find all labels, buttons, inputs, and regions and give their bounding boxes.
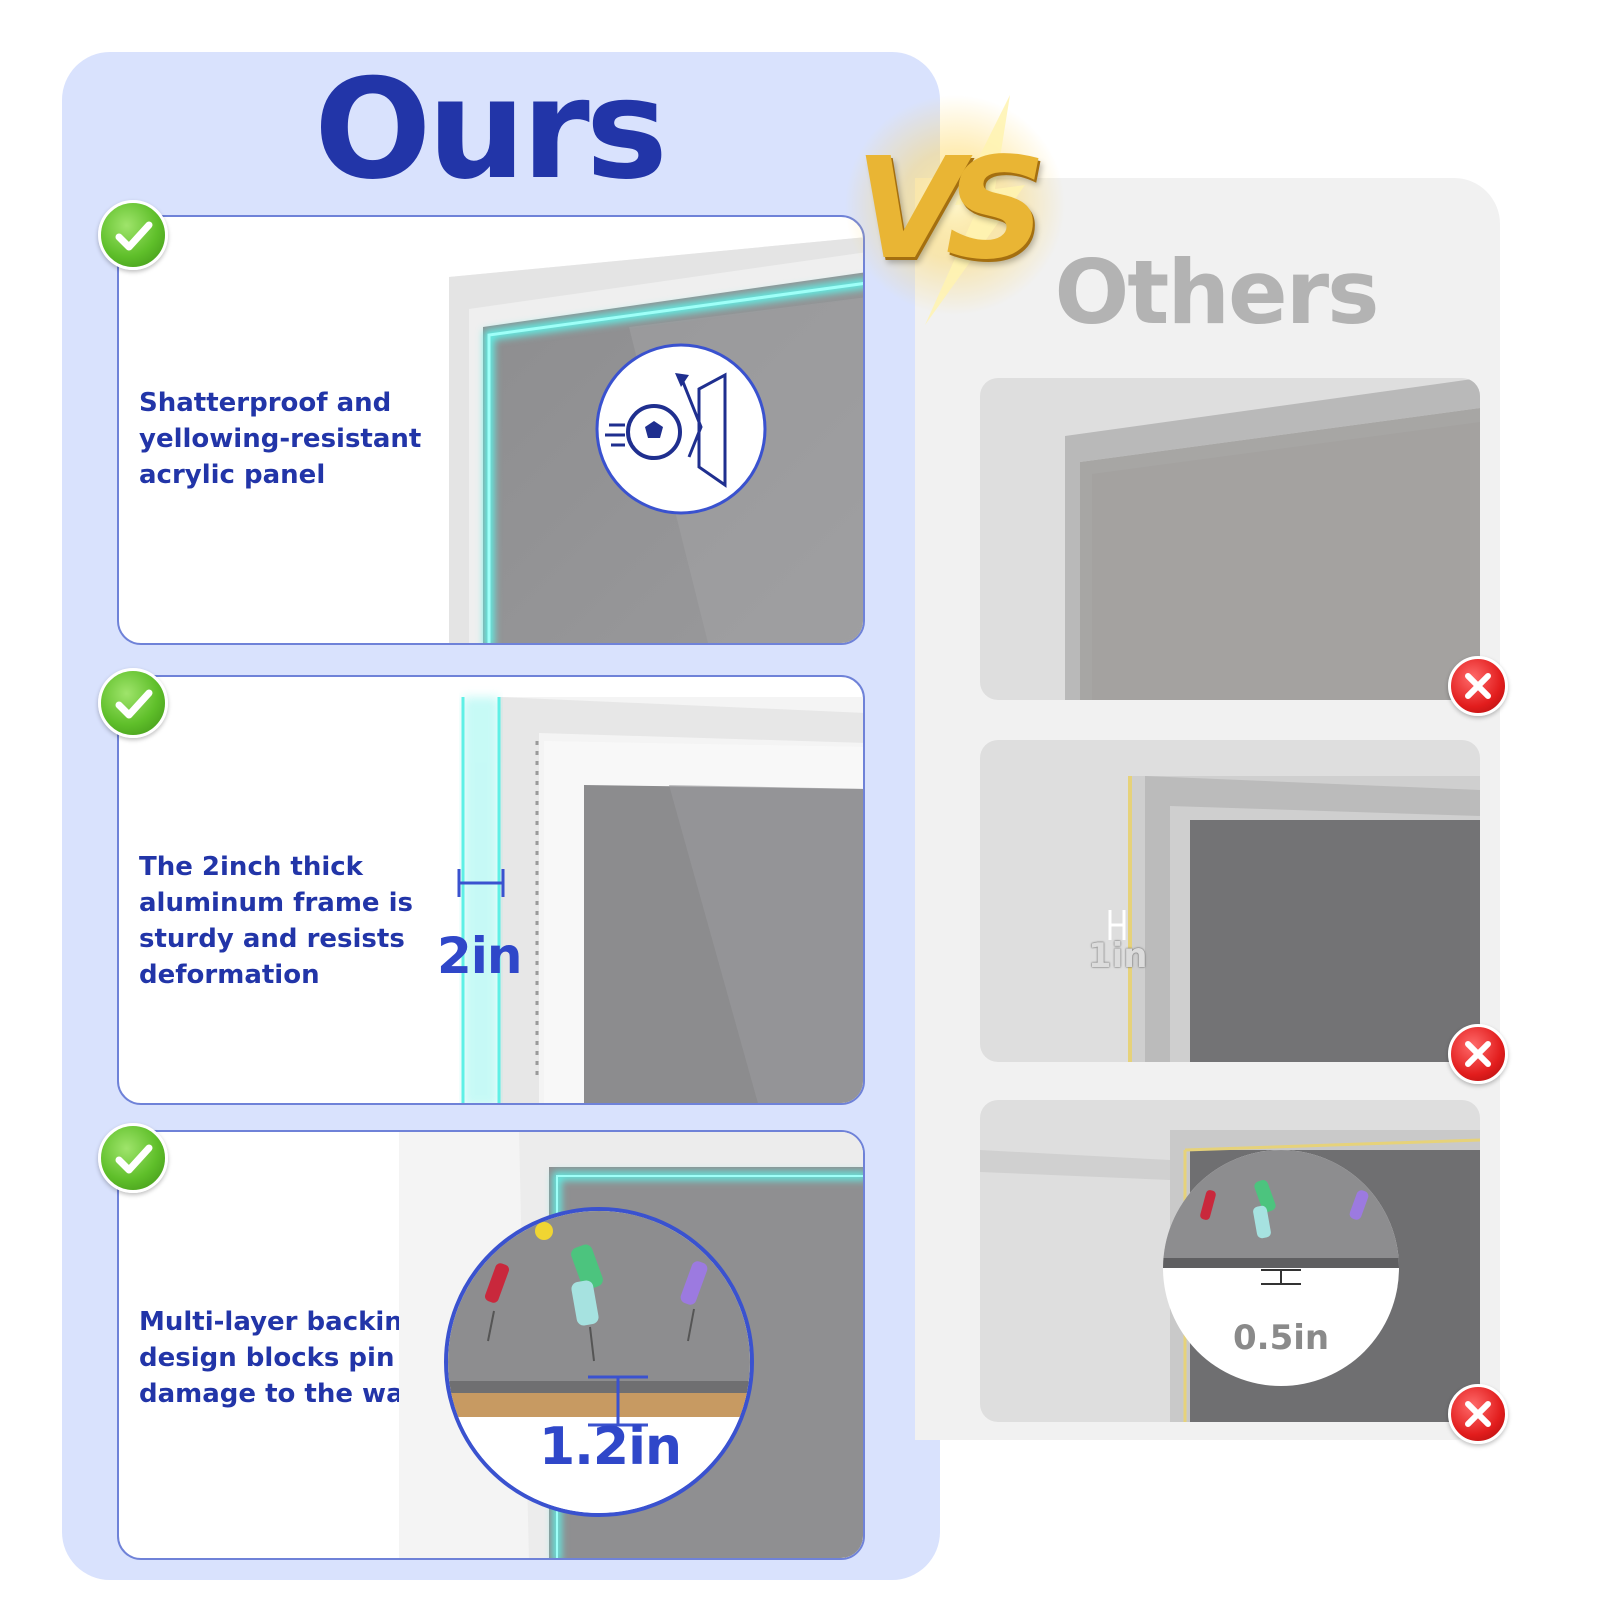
- pushpin-icon: [1349, 1190, 1369, 1220]
- others-zoom-circle: 0.5in: [1163, 1150, 1399, 1386]
- check-icon: [98, 1123, 168, 1193]
- others-card-backing: 0.5in: [980, 1100, 1480, 1422]
- others-card-panel: [980, 378, 1480, 700]
- others-frame-illustration: [1108, 776, 1480, 1062]
- aluminum-frame-illustration: [457, 697, 863, 1103]
- others-card-frame: 1in: [980, 740, 1480, 1062]
- others-frame-thickness-label: 1in: [1088, 936, 1148, 976]
- frame-thickness-label: 2in: [437, 927, 523, 985]
- pushpin-icon: [1253, 1205, 1271, 1239]
- pushpin-icon: [571, 1280, 599, 1362]
- ours-title: Ours: [314, 49, 668, 210]
- check-icon: [98, 200, 168, 270]
- vs-label: VS: [855, 128, 1046, 291]
- pushpin-icon: [484, 1263, 510, 1342]
- check-icon: [98, 668, 168, 738]
- pushpin-icon: [1254, 1179, 1276, 1213]
- soccer-ball-icon: [595, 343, 767, 515]
- cross-icon: [1448, 656, 1508, 716]
- ours-card-frame-text: The 2inch thick aluminum frame is sturdy…: [139, 852, 413, 990]
- others-panel-illustration: [1065, 378, 1480, 700]
- ours-card-acrylic: Shatterproof and yellowing-resistant acr…: [117, 215, 865, 645]
- acrylic-frame-illustration: [449, 237, 863, 643]
- ours-card-frame: The 2inch thick aluminum frame is sturdy…: [117, 675, 865, 1105]
- others-backing-thickness-label: 0.5in: [1233, 1318, 1330, 1358]
- vs-lightning-burst: [845, 95, 1065, 325]
- ours-card-acrylic-text: Shatterproof and yellowing-resistant acr…: [139, 388, 422, 490]
- cross-icon: [1448, 1384, 1508, 1444]
- pushpin-icon: [680, 1261, 708, 1342]
- ours-card-backing-text: Multi-layer backing design blocks pin da…: [139, 1307, 422, 1409]
- others-title: Others: [1054, 241, 1380, 344]
- backing-thickness-label: 1.2in: [539, 1417, 682, 1477]
- cross-icon: [1448, 1024, 1508, 1084]
- ours-card-backing: Multi-layer backing design blocks pin da…: [117, 1130, 865, 1560]
- pushpin-icon: [1200, 1190, 1216, 1220]
